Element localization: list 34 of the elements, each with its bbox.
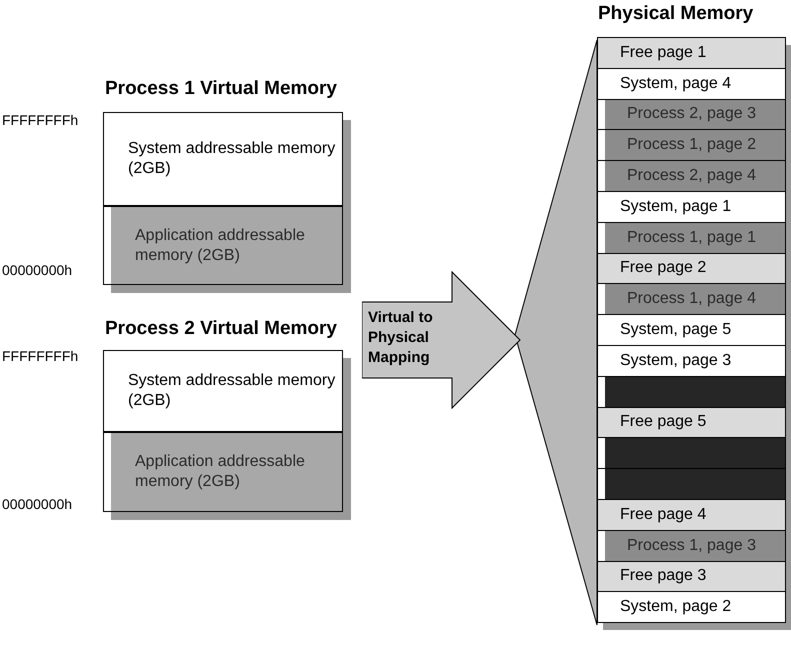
memory-region: System addressable memory (2GB) — [103, 350, 343, 432]
memory-region: System addressable memory (2GB) — [103, 112, 343, 206]
address-label: FFFFFFFFh — [2, 112, 78, 128]
memory-region: Application addressable memory (2GB) — [103, 206, 343, 285]
page-frame: Free page 5 — [597, 406, 786, 438]
page-frame — [597, 376, 786, 408]
block-heading: Process 2 Virtual Memory — [105, 318, 337, 340]
page-frame: Free page 2 — [597, 252, 786, 284]
page-frame: System, page 1 — [597, 191, 786, 223]
address-label: 00000000h — [2, 262, 72, 278]
page-frame: Free page 4 — [597, 499, 786, 531]
page-frame: System, page 5 — [597, 314, 786, 346]
page-frame: Free page 1 — [597, 37, 786, 69]
page-frame: Process 2, page 4 — [597, 160, 786, 192]
page-frame: Process 1, page 4 — [597, 283, 786, 316]
page-frame: System, page 4 — [597, 68, 786, 100]
page-frame: Process 1, page 3 — [597, 530, 786, 562]
arrow-label: Virtual to Physical Mapping — [368, 308, 434, 368]
memory-region: Application addressable memory (2GB) — [103, 432, 343, 512]
block-heading: Process 1 Virtual Memory — [105, 78, 337, 100]
page-frame: System, page 3 — [597, 345, 786, 377]
address-label: 00000000h — [2, 496, 72, 512]
page-frame: Process 1, page 1 — [597, 222, 786, 254]
page-frame — [597, 437, 786, 470]
address-label: FFFFFFFFh — [2, 348, 78, 364]
memory-block — [100, 78, 352, 293]
page-frame: System, page 2 — [597, 591, 786, 624]
block-heading: Physical Memory — [598, 3, 754, 25]
block-arrow — [362, 37, 598, 627]
memory-block — [100, 318, 352, 518]
page-frame — [597, 468, 786, 500]
page-frame: Process 1, page 2 — [597, 129, 786, 162]
page-frame: Free page 3 — [597, 560, 786, 592]
page-frame: Process 2, page 3 — [597, 98, 786, 130]
